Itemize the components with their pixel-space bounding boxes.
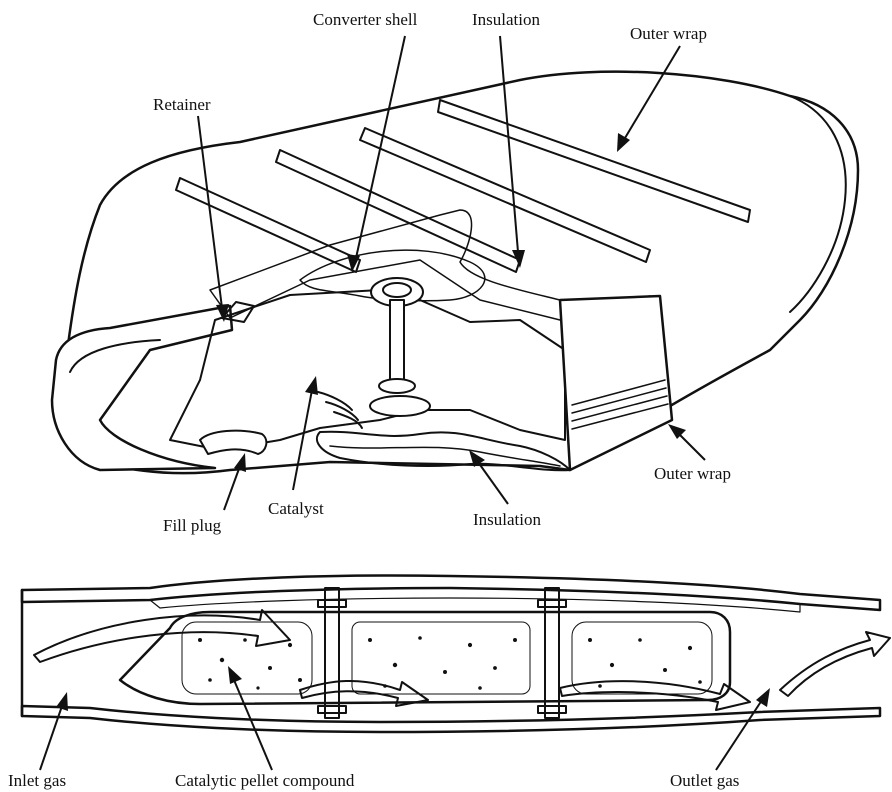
bottom-labels: Inlet gas Catalytic pellet compound Outl… [8,771,739,790]
casing-bottom-wall [22,706,880,732]
label-fill-plug: Fill plug [163,516,222,535]
bottom-section-illustration [22,576,890,733]
label-outlet-gas: Outlet gas [670,771,739,790]
outer-wrap-shape [59,72,858,473]
label-catalytic-pellet-compound: Catalytic pellet compound [175,771,355,790]
label-insulation-bottom: Insulation [473,510,541,529]
label-converter-shell: Converter shell [313,10,418,29]
label-outer-wrap-right: Outer wrap [654,464,731,483]
top-cutaway-illustration [52,72,858,473]
casing-top-wall [22,576,880,611]
label-retainer: Retainer [153,95,211,114]
label-inlet-gas: Inlet gas [8,771,66,790]
label-insulation-top: Insulation [472,10,540,29]
label-outer-wrap-top: Outer wrap [630,24,707,43]
label-catalyst: Catalyst [268,499,324,518]
